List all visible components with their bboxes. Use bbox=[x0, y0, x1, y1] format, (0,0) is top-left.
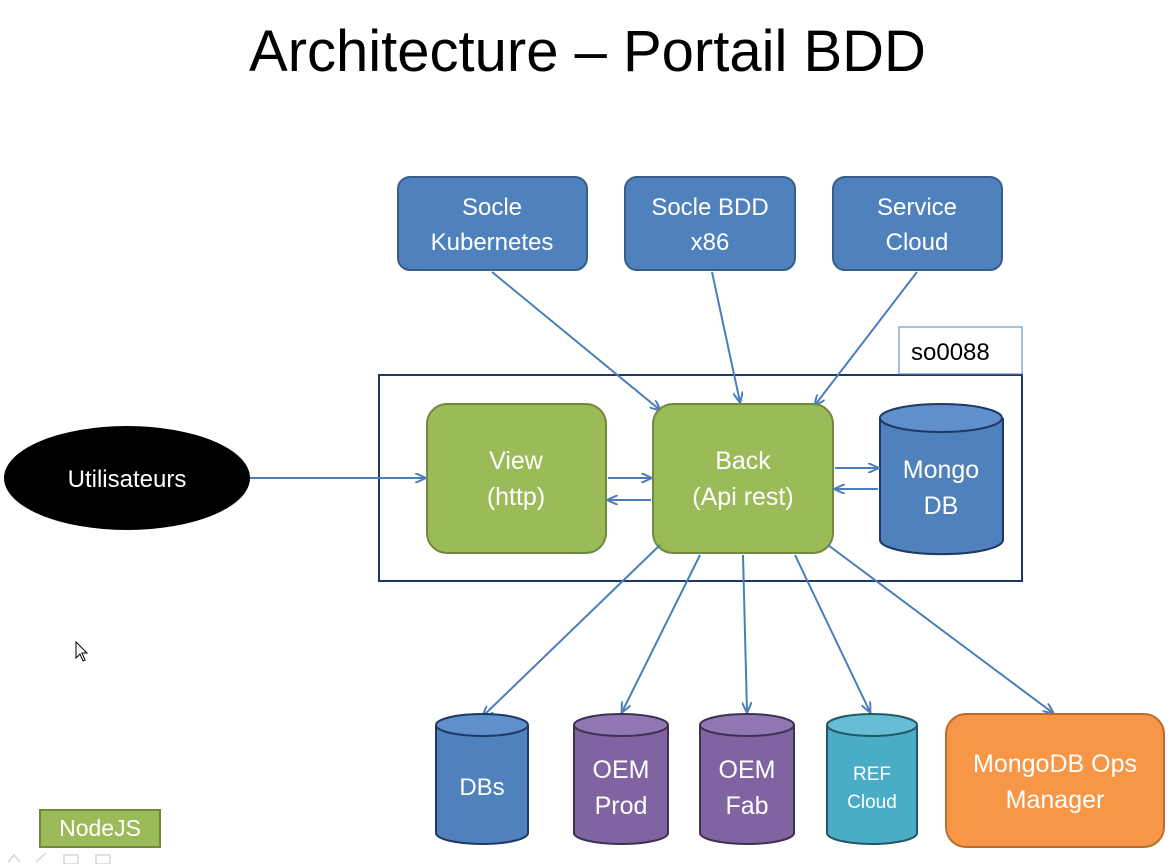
source-socle-bdd: Socle BDD x86 bbox=[624, 176, 796, 271]
target-oem-fab: OEM Fab bbox=[699, 713, 795, 845]
svg-text:x86: x86 bbox=[691, 229, 730, 256]
mongodb-cylinder: Mongo DB bbox=[879, 403, 1004, 556]
svg-text:Socle: Socle bbox=[462, 194, 522, 221]
arrow-cloud-back bbox=[815, 271, 918, 405]
slide-title: Architecture – Portail BDD bbox=[249, 19, 926, 84]
back-node: Back (Api rest) bbox=[652, 403, 834, 554]
arrow-kubernetes-back bbox=[491, 271, 660, 410]
server-label: so0088 bbox=[911, 339, 990, 366]
svg-text:Prod: Prod bbox=[595, 792, 648, 820]
svg-text:REF: REF bbox=[853, 764, 891, 785]
svg-text:(Api rest): (Api rest) bbox=[692, 483, 793, 511]
svg-text:Back: Back bbox=[715, 447, 771, 475]
arrow-back-ref-cloud bbox=[794, 554, 870, 712]
arrow-bdd-back bbox=[711, 271, 740, 402]
target-oem-prod: OEM Prod bbox=[573, 713, 669, 845]
arrow-back-dbs bbox=[483, 544, 661, 716]
arrow-back-ops-manager bbox=[827, 544, 1053, 713]
svg-text:DBs: DBs bbox=[459, 774, 504, 801]
svg-text:OEM: OEM bbox=[719, 756, 776, 784]
svg-text:OEM: OEM bbox=[593, 756, 650, 784]
svg-text:Cloud: Cloud bbox=[847, 792, 897, 813]
legend-nodejs: NodeJS bbox=[39, 809, 161, 848]
svg-text:DB: DB bbox=[924, 492, 959, 520]
svg-text:Utilisateurs: Utilisateurs bbox=[68, 466, 187, 493]
svg-text:NodeJS: NodeJS bbox=[59, 815, 141, 841]
source-service-cloud: Service Cloud bbox=[832, 176, 1003, 271]
target-mongodb-ops-manager: MongoDB Ops Manager bbox=[945, 713, 1165, 848]
server-label-box bbox=[898, 326, 1023, 375]
slide-toolbar-icons[interactable] bbox=[7, 852, 111, 864]
source-socle-kubernetes: Socle Kubernetes bbox=[397, 176, 588, 271]
target-dbs: DBs bbox=[435, 713, 529, 845]
svg-text:(http): (http) bbox=[487, 483, 545, 511]
svg-text:View: View bbox=[489, 447, 544, 475]
svg-text:Kubernetes: Kubernetes bbox=[431, 229, 554, 256]
arrow-back-oem-fab bbox=[743, 554, 747, 712]
target-ref-cloud: REF Cloud bbox=[826, 713, 918, 845]
svg-text:Manager: Manager bbox=[1006, 786, 1105, 814]
view-node: View (http) bbox=[426, 403, 607, 554]
svg-text:Service: Service bbox=[877, 194, 957, 221]
users-node: Utilisateurs bbox=[4, 426, 250, 530]
svg-text:MongoDB Ops: MongoDB Ops bbox=[973, 750, 1137, 778]
svg-text:Cloud: Cloud bbox=[886, 229, 949, 256]
mouse-cursor-icon bbox=[75, 640, 89, 662]
svg-text:Mongo: Mongo bbox=[903, 456, 979, 484]
svg-text:Socle BDD: Socle BDD bbox=[651, 194, 768, 221]
svg-text:Fab: Fab bbox=[725, 792, 768, 820]
arrow-back-oem-prod bbox=[622, 554, 701, 712]
